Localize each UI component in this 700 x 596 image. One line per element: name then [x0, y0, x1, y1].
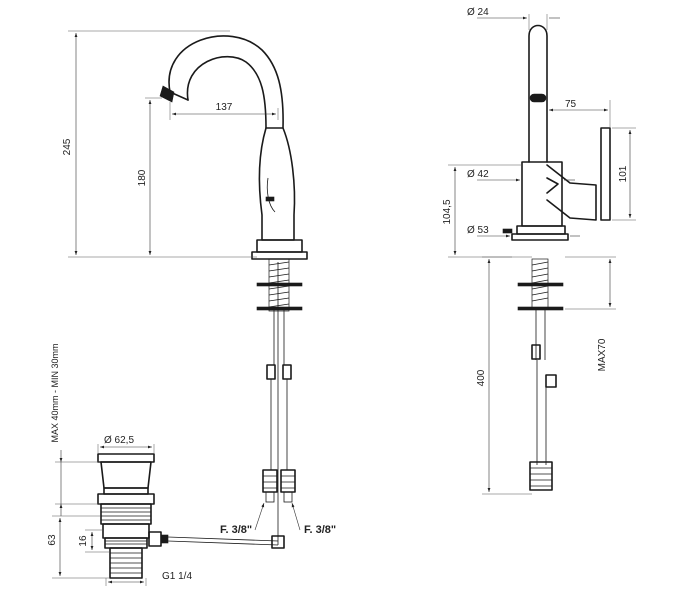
dim-handle-reach: 75: [549, 99, 611, 128]
dim-max-thickness: MAX70: [565, 256, 616, 371]
dim-waste-diameter: Ø 62,5: [97, 435, 155, 454]
connection-labels: F. 3/8" F. 3/8": [220, 502, 336, 536]
dim-spout-reach: 137: [169, 102, 279, 120]
dim-137-label: 137: [216, 102, 233, 113]
dim-63-label: 63: [47, 534, 58, 546]
dim-waste-thread: G1 1/4: [105, 571, 192, 586]
dim-spout-height: 180: [137, 97, 162, 255]
dim-24-label: Ø 24: [467, 7, 489, 18]
dim-handle-height: 101: [612, 127, 636, 221]
spout-tube: [528, 24, 548, 163]
side-view: [502, 24, 611, 491]
dim-180-label: 180: [137, 169, 148, 186]
dim-62-5-label: Ø 62,5: [104, 435, 134, 446]
dim-waste-offset: 16: [78, 529, 110, 553]
front-view: [159, 35, 308, 545]
aerator: [159, 85, 175, 103]
dim-height-total: 245: [62, 30, 257, 258]
dim-53-label: Ø 53: [467, 225, 489, 236]
waste-view: [97, 453, 285, 579]
dim-base-diameter: Ø 53: [467, 225, 580, 238]
dim-42-label: Ø 42: [467, 169, 489, 180]
dim-thread-label: G1 1/4: [162, 571, 192, 582]
dim-101-label: 101: [618, 165, 629, 182]
dim-104-5-label: 104,5: [442, 199, 453, 224]
connection-right-label: F. 3/8": [304, 524, 336, 536]
dim-tube-diameter: Ø 24: [467, 7, 560, 30]
handle: [600, 127, 611, 221]
dim-hose-length: 400: [476, 256, 532, 495]
dim-body-diameter: Ø 42: [467, 169, 575, 182]
dim-75-label: 75: [565, 99, 577, 110]
faucet-body: [258, 127, 296, 241]
dim-16-label: 16: [78, 535, 89, 547]
dim-245-label: 245: [62, 138, 73, 155]
dim-waste-height: 63: [47, 515, 110, 579]
dim-waste-thickness: MAX 40mm - MIN 30mm: [50, 343, 100, 516]
dim-max70-label: MAX70: [597, 338, 608, 371]
logo-mark: [265, 196, 275, 202]
dim-waste-thickness-label: MAX 40mm - MIN 30mm: [50, 343, 60, 442]
spout: [168, 35, 284, 129]
dim-400-label: 400: [476, 369, 487, 386]
connection-left-label: F. 3/8": [220, 524, 252, 536]
